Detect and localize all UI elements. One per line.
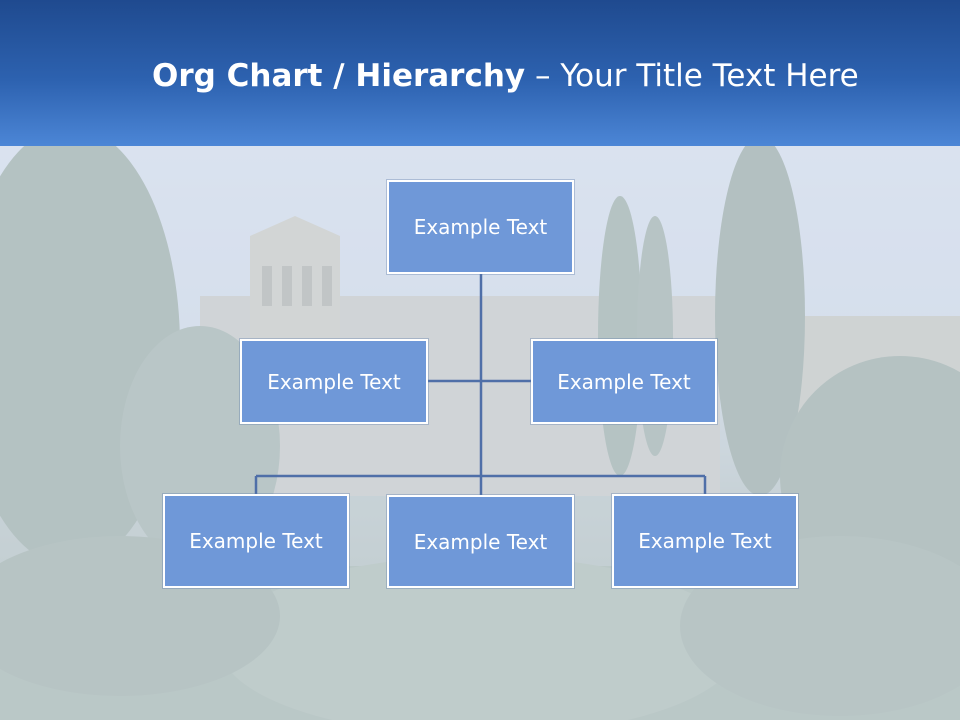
org-node-label: Example Text [413, 529, 548, 554]
org-node-child-1[interactable]: Example Text [163, 494, 349, 588]
org-node-child-3[interactable]: Example Text [612, 494, 798, 588]
org-node-label: Example Text [189, 529, 323, 553]
org-node-label: Example Text [638, 529, 772, 553]
slide-title-rest: – Your Title Text Here [525, 58, 859, 94]
title-bar: Org Chart / Hierarchy – Your Title Text … [0, 0, 960, 146]
org-node-assistant-right[interactable]: Example Text [531, 339, 717, 424]
org-node-assistant-left[interactable]: Example Text [240, 339, 428, 424]
slide-title-bold: Org Chart / Hierarchy [152, 58, 526, 94]
org-node-label: Example Text [267, 369, 401, 394]
org-node-label: Example Text [557, 369, 691, 394]
org-node-root[interactable]: Example Text [387, 180, 574, 274]
slide-title: Org Chart / Hierarchy – Your Title Text … [152, 52, 859, 100]
org-node-label: Example Text [413, 215, 548, 239]
org-node-child-2[interactable]: Example Text [387, 495, 574, 588]
